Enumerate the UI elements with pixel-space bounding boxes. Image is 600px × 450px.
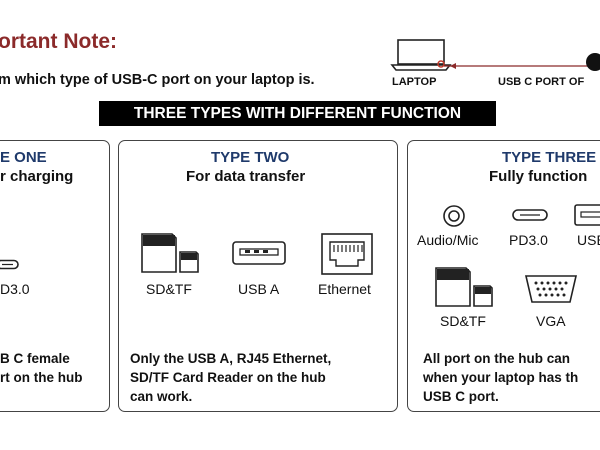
usb-c-port-icon bbox=[0, 259, 19, 270]
sd-tf-card-icon bbox=[141, 233, 199, 273]
type-one-subtitle: r charging bbox=[0, 168, 74, 185]
type-three-subtitle: Fully function bbox=[489, 168, 588, 185]
laptop-connection-diagram bbox=[390, 39, 600, 71]
type-two-box bbox=[118, 140, 398, 412]
type-three-desc-line-2: when your laptop has th bbox=[423, 370, 579, 385]
audio-jack-icon bbox=[443, 205, 465, 227]
type-two-subtitle: For data transfer bbox=[186, 168, 306, 185]
type-one-desc-line-1: B C female bbox=[0, 351, 70, 366]
type-one-desc-line-2: rt on the hub bbox=[0, 370, 83, 385]
type-two-desc-line-1: Only the USB A, RJ45 Ethernet, bbox=[130, 351, 332, 366]
vga-port-icon bbox=[524, 275, 578, 303]
types-banner: THREE TYPES WITH DIFFERENT FUNCTION bbox=[99, 101, 496, 126]
audio-mic-label: Audio/Mic bbox=[417, 232, 479, 248]
sd-tf-label-three: SD&TF bbox=[440, 313, 486, 329]
laptop-label: LAPTOP bbox=[392, 76, 437, 88]
pd30-label: PD3.0 bbox=[509, 232, 548, 248]
note-text: m which type of USB-C port on your lapto… bbox=[0, 72, 315, 88]
ethernet-port-icon bbox=[321, 233, 373, 275]
type-one-port-label: D3.0 bbox=[0, 281, 30, 297]
note-title: ortant Note: bbox=[0, 30, 117, 53]
usb-a-label: USB A bbox=[238, 281, 280, 297]
laptop-icon bbox=[390, 39, 452, 71]
type-one-box bbox=[0, 140, 110, 412]
ethernet-label: Ethernet bbox=[318, 281, 371, 297]
usb-c-port-label: USB C PORT OF bbox=[498, 76, 585, 88]
usb-a-port-icon-small bbox=[574, 204, 600, 226]
sd-tf-card-icon-three bbox=[435, 267, 493, 307]
usb-c-port-icon-pd bbox=[512, 209, 548, 221]
sd-tf-label: SD&TF bbox=[146, 281, 192, 297]
usb-c-plug-icon bbox=[586, 53, 600, 71]
type-two-desc-line-3: can work. bbox=[130, 389, 193, 404]
vga-label: VGA bbox=[536, 313, 566, 329]
type-three-desc-line-1: All port on the hub can bbox=[423, 351, 570, 366]
usb-label: USB bbox=[577, 232, 600, 248]
type-three-desc-line-3: USB C port. bbox=[423, 389, 499, 404]
type-three-title: TYPE THREE bbox=[502, 149, 597, 166]
type-two-title: TYPE TWO bbox=[211, 149, 290, 166]
usb-a-port-icon bbox=[232, 241, 286, 265]
type-one-title: E ONE bbox=[0, 149, 47, 166]
type-two-desc-line-2: SD/TF Card Reader on the hub bbox=[130, 370, 326, 385]
